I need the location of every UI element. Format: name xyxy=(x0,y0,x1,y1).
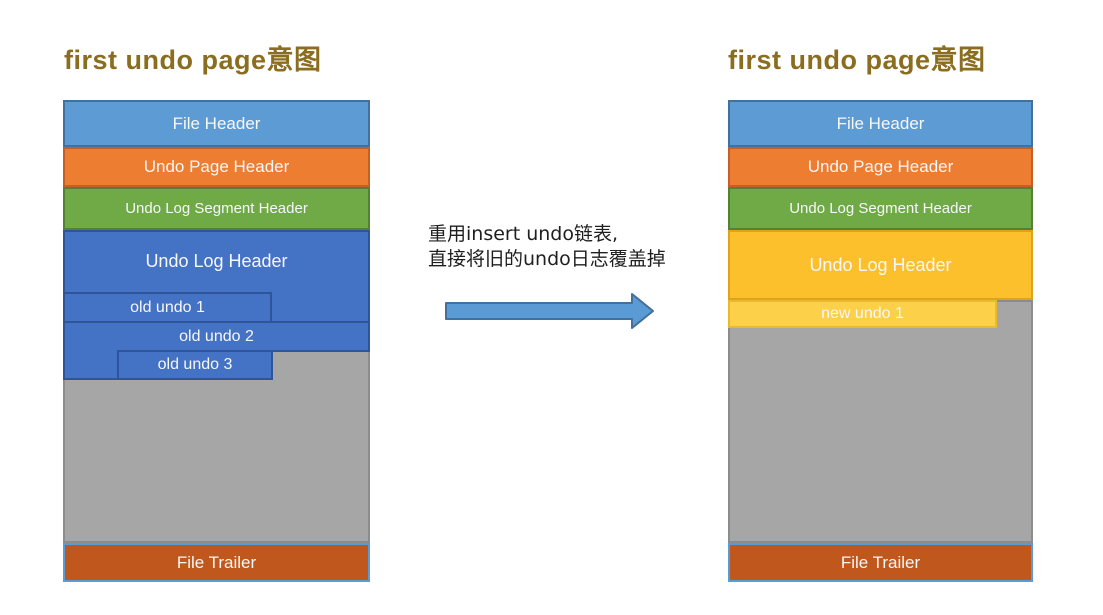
left-blue-strip xyxy=(63,350,119,380)
right-undo-log-header-box: Undo Log Header xyxy=(728,230,1033,300)
left-file-header-box: File Header xyxy=(63,100,370,147)
right-file-header-box: File Header xyxy=(728,100,1033,147)
annotation-line-2: 直接将旧的undo日志覆盖掉 xyxy=(428,248,666,270)
old-undo-3-box: old undo 3 xyxy=(117,350,273,380)
right-undo-page-header-box: Undo Page Header xyxy=(728,147,1033,187)
right-undo-log-segment-header-box: Undo Log Segment Header xyxy=(728,187,1033,230)
left-panel-title: first undo page意图 xyxy=(64,45,322,75)
left-file-trailer-box: File Trailer xyxy=(63,543,370,582)
left-undo-page-column: File Header Undo Page Header Undo Log Se… xyxy=(63,100,370,582)
right-file-trailer-box: File Trailer xyxy=(728,543,1033,582)
right-free-space-block xyxy=(728,300,1033,543)
annotation-text: 重用insert undo链表, 直接将旧的undo日志覆盖掉 xyxy=(428,222,728,272)
right-undo-page-column: File Header Undo Page Header Undo Log Se… xyxy=(728,100,1033,582)
left-undo-log-segment-header-box: Undo Log Segment Header xyxy=(63,187,370,230)
left-undo-page-header-box: Undo Page Header xyxy=(63,147,370,187)
left-undo-log-header-label: Undo Log Header xyxy=(145,250,288,271)
old-undo-2-box: old undo 2 xyxy=(63,321,370,352)
right-arrow-icon xyxy=(444,291,656,331)
old-undo-1-box: old undo 1 xyxy=(63,292,272,323)
left-free-space-block xyxy=(63,350,370,543)
annotation-line-1: 重用insert undo链表, xyxy=(428,223,619,245)
new-undo-1-box: new undo 1 xyxy=(728,300,997,328)
right-panel-title: first undo page意图 xyxy=(728,45,986,75)
